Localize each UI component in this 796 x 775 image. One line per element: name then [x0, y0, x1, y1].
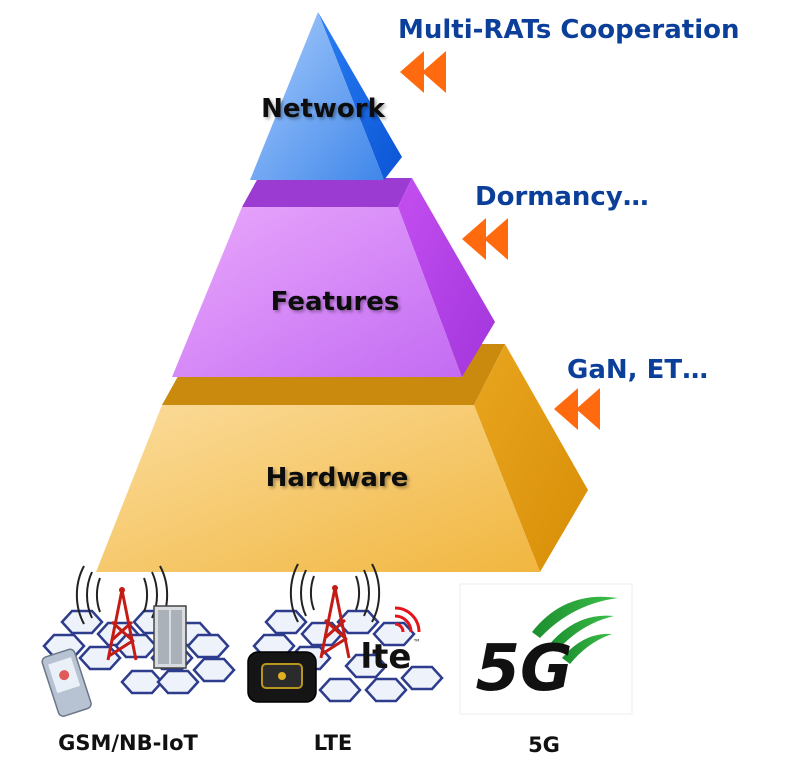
double-arrow-left-icon: [554, 388, 600, 430]
tech-label-gsm: GSM/NB-IoT: [58, 731, 198, 755]
lte-trademark: ™: [413, 638, 421, 647]
network-annotation: Multi-RATs Cooperation: [398, 15, 740, 93]
5g-logo-text: 5G: [475, 632, 572, 706]
5g-logo-icon: 5G: [459, 583, 633, 715]
hardware-layer: Hardware: [96, 344, 588, 572]
double-arrow-left-icon: [462, 218, 508, 260]
features-layer: Features: [172, 178, 495, 377]
double-arrow-left-icon: [400, 51, 446, 93]
features-side-face: [398, 178, 495, 377]
features-front-face: [172, 207, 462, 377]
features-note: Dormancy…: [475, 182, 649, 212]
hardware-label: Hardware: [266, 463, 409, 493]
network-layer: Network: [250, 12, 402, 180]
hardware-annotation: GaN, ET…: [554, 355, 708, 430]
network-note: Multi-RATs Cooperation: [398, 15, 740, 45]
tech-label-lte: LTE: [314, 731, 353, 755]
hardware-front-face: [96, 405, 540, 572]
network-front-face: [250, 12, 384, 180]
hardware-side-face: [474, 344, 588, 572]
network-label: Network: [261, 94, 386, 124]
lte-logo-text: lte: [361, 637, 412, 677]
network-side-face: [318, 12, 402, 180]
features-annotation: Dormancy…: [462, 182, 649, 260]
features-top-face: [242, 178, 412, 207]
tech-label-5g: 5G: [528, 733, 560, 757]
features-label: Features: [271, 287, 400, 317]
hardware-note: GaN, ET…: [567, 355, 708, 385]
cell-tower-base-station-icon: [41, 565, 236, 717]
cell-tower-lte-router-icon: lte ™: [247, 563, 444, 703]
